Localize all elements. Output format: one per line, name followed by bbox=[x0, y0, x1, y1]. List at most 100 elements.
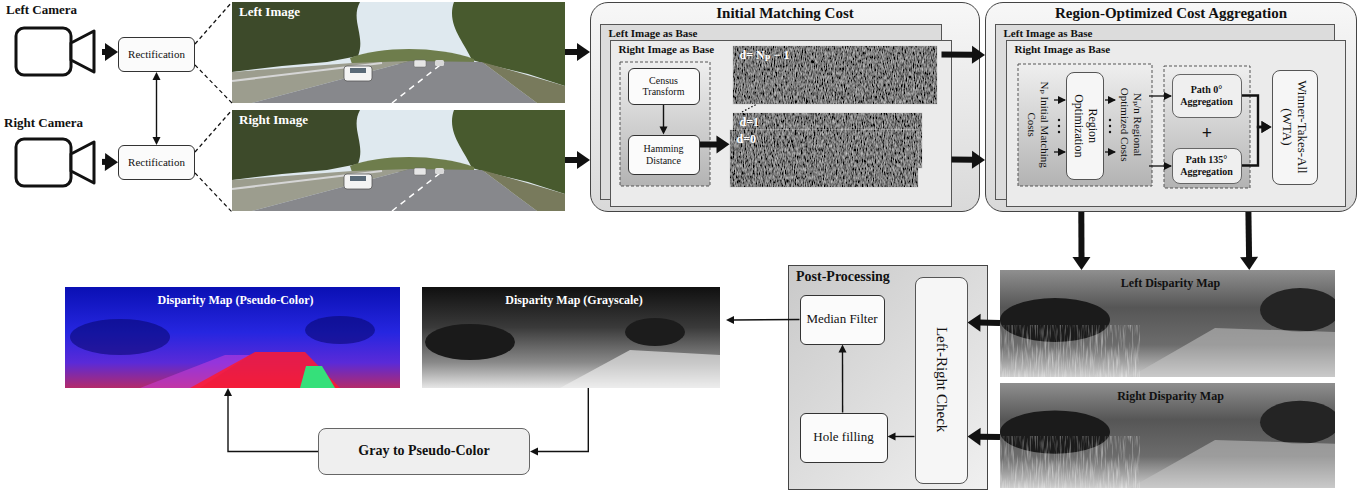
node-text: Left Image bbox=[239, 5, 558, 20]
connector-line bbox=[565, 157, 578, 163]
process-box: Left-Right Check bbox=[915, 277, 968, 484]
connector-line bbox=[228, 395, 318, 452]
connector bbox=[195, 110, 232, 212]
arrow-head bbox=[1072, 257, 1090, 270]
ellipsis-dots-part bbox=[1109, 119, 1111, 121]
arrow-head bbox=[577, 151, 590, 169]
connector-line bbox=[537, 388, 588, 452]
grayscale-picture-part bbox=[422, 287, 720, 388]
arrow-head bbox=[888, 433, 896, 441]
node-text: Right Camera bbox=[4, 116, 102, 131]
connector bbox=[942, 46, 986, 64]
connector-line bbox=[980, 434, 1001, 440]
grayscale-picture-part bbox=[625, 318, 685, 346]
arrow-head bbox=[224, 388, 232, 396]
arrow-head bbox=[968, 428, 981, 446]
connector bbox=[1242, 121, 1272, 166]
connector bbox=[565, 43, 590, 61]
node-text: Winner-Takes-All (WTA) bbox=[1280, 76, 1310, 179]
node-text: d= Nₚ − 1 bbox=[740, 49, 930, 63]
node-text: Left Disparity Map bbox=[1000, 277, 1341, 291]
cost-slice-picture-part bbox=[733, 46, 937, 104]
process-box: Census Transform bbox=[628, 68, 700, 105]
arrow-head bbox=[105, 43, 118, 61]
connector-line bbox=[1245, 212, 1252, 258]
connector-line bbox=[1242, 127, 1263, 166]
annotation-text: + bbox=[1202, 123, 1212, 144]
node-text: Left Image as Base bbox=[1004, 27, 1326, 40]
dashed-group-part bbox=[620, 62, 710, 186]
connector bbox=[224, 388, 318, 452]
node-text: Right Image bbox=[239, 113, 558, 128]
connector-line bbox=[1242, 96, 1263, 128]
node-text: Disparity Map (Pseudo-Color) bbox=[65, 294, 406, 308]
cost-slice-picture-part bbox=[733, 46, 937, 104]
small-arrow bbox=[1054, 96, 1171, 166]
cost-slice: d= Nₚ − 1 bbox=[733, 46, 937, 104]
arrow-head bbox=[530, 448, 538, 456]
node-text: d=0 bbox=[737, 133, 911, 147]
node-text: Rectification bbox=[128, 156, 185, 169]
arrow-head bbox=[1262, 121, 1272, 133]
connector-line bbox=[942, 52, 974, 58]
arrow-head bbox=[968, 314, 981, 332]
node-text: Path 0° Aggregation bbox=[1176, 84, 1238, 107]
connector bbox=[839, 345, 847, 413]
arrow-head bbox=[972, 151, 985, 169]
connector-line bbox=[102, 49, 106, 55]
image-panel: Left Image bbox=[232, 2, 565, 103]
pseudo-color-picture-part bbox=[65, 287, 400, 388]
node-text: Hole filling bbox=[813, 430, 873, 445]
connector bbox=[968, 314, 1001, 332]
grayscale-picture-part bbox=[425, 324, 515, 360]
dashed-group-part bbox=[1164, 66, 1250, 188]
cost-slice-picture-part bbox=[730, 130, 918, 187]
connector bbox=[1072, 212, 1090, 270]
connector bbox=[660, 105, 668, 135]
arrow-head bbox=[660, 127, 668, 135]
annotation-text: Nₚ Initial Matching Costs bbox=[1025, 70, 1050, 180]
camera-unit: Left Camera bbox=[6, 3, 102, 79]
cost-slice-picture-part bbox=[733, 113, 922, 168]
connector-line bbox=[733, 319, 800, 321]
small-arrow-part bbox=[1149, 165, 1171, 166]
arrow-head bbox=[1240, 257, 1258, 270]
arrow-head bbox=[726, 316, 734, 324]
node-text: Hamming Distance bbox=[632, 143, 696, 166]
ellipsis-dots-part bbox=[1058, 119, 1060, 121]
process-box: Region Optimization bbox=[1066, 72, 1104, 180]
connector bbox=[102, 43, 118, 61]
ellipsis-dots-part bbox=[1058, 131, 1060, 133]
node-text: Left-Right Check bbox=[932, 283, 949, 478]
process-box: Gray to Pseudo-Color bbox=[318, 428, 530, 475]
disparity-map: Left Disparity Map bbox=[1000, 270, 1341, 377]
process-box: Winner-Takes-All (WTA) bbox=[1272, 70, 1318, 185]
process-box: Median Filter bbox=[800, 295, 885, 345]
arrow-head bbox=[577, 43, 590, 61]
connector-line bbox=[663, 105, 664, 128]
node-text: Right Disparity Map bbox=[1000, 390, 1341, 404]
pseudo-color-picture-part bbox=[140, 355, 250, 388]
connector bbox=[195, 2, 232, 103]
disparity-map: Disparity Map (Grayscale) bbox=[422, 287, 726, 388]
node-text: Left Image as Base bbox=[609, 27, 933, 40]
connector bbox=[968, 428, 1001, 446]
node-text: Gray to Pseudo-Color bbox=[358, 443, 489, 459]
connector bbox=[530, 388, 588, 456]
node-text: Disparity Map (Grayscale) bbox=[422, 294, 726, 308]
small-arrow-part bbox=[1149, 95, 1171, 96]
process-box: Path 135° Aggregation bbox=[1172, 148, 1242, 184]
arrow-head bbox=[716, 135, 729, 153]
connector-line bbox=[565, 49, 578, 55]
arrow-head bbox=[153, 137, 161, 145]
connector-line bbox=[1078, 212, 1084, 258]
connector bbox=[1240, 212, 1258, 270]
process-box: Hamming Distance bbox=[628, 135, 700, 175]
dashed-leader bbox=[195, 2, 232, 103]
small-arrow-part bbox=[1054, 151, 1065, 152]
dashed-group-part bbox=[1018, 64, 1152, 186]
dashed-group bbox=[620, 62, 1250, 188]
connector bbox=[153, 72, 161, 145]
grayscale-picture bbox=[422, 287, 720, 388]
